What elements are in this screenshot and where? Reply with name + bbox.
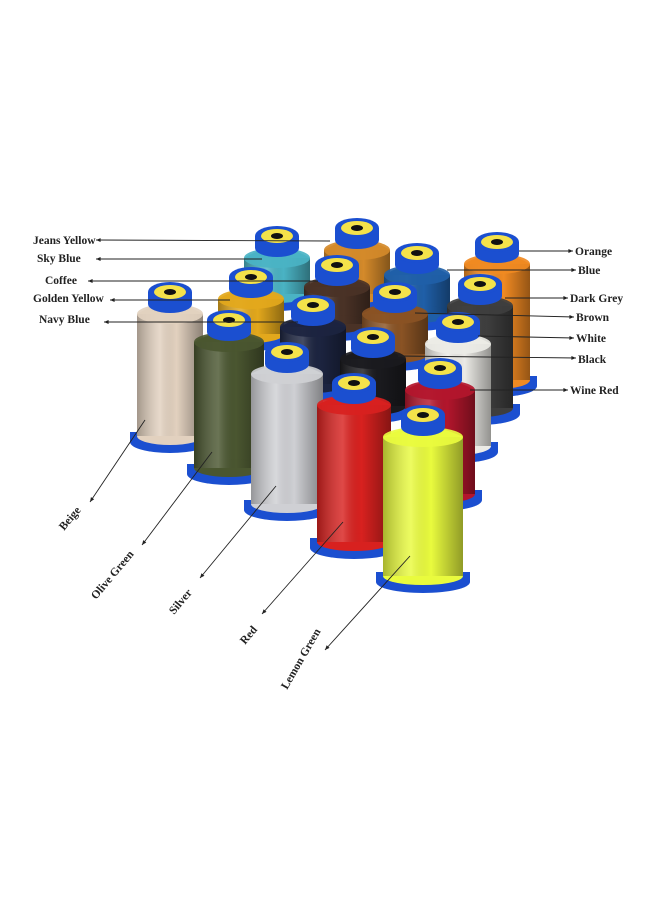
leader-white bbox=[477, 335, 575, 340]
leader-red bbox=[261, 521, 344, 615]
leader-beige bbox=[89, 419, 146, 503]
label-coffee: Coffee bbox=[45, 275, 77, 287]
leader-golden-yellow bbox=[110, 298, 230, 302]
spool-coffee bbox=[297, 255, 377, 341]
label-sky-blue: Sky Blue bbox=[37, 253, 81, 265]
label-golden-yellow: Golden Yellow bbox=[33, 293, 105, 305]
leader-navy-blue bbox=[104, 320, 298, 324]
label-white: White bbox=[576, 333, 606, 345]
label-dark-grey: Dark Grey bbox=[570, 293, 623, 305]
spool-lemon-green bbox=[376, 405, 470, 593]
label-silver: Silver bbox=[167, 587, 195, 617]
label-navy-blue: Navy Blue bbox=[39, 314, 90, 326]
leader-brown bbox=[414, 312, 575, 319]
label-wine-red: Wine Red bbox=[570, 385, 619, 397]
leader-sky-blue bbox=[96, 257, 262, 261]
label-blue: Blue bbox=[578, 265, 600, 277]
label-beige: Beige bbox=[57, 505, 83, 533]
leader-silver bbox=[199, 485, 277, 579]
spool-red bbox=[310, 373, 398, 559]
spool-beige bbox=[130, 282, 210, 453]
spool-silver bbox=[244, 342, 330, 521]
label-brown: Brown bbox=[576, 312, 610, 324]
leader-dark-grey bbox=[505, 296, 568, 300]
label-lemon-green: Lemon Green bbox=[279, 626, 324, 691]
leader-olive-green bbox=[141, 451, 213, 546]
leader-lines bbox=[88, 238, 577, 651]
leader-black bbox=[397, 355, 577, 360]
label-red: Red bbox=[238, 624, 260, 647]
label-olive-green: Olive Green bbox=[89, 548, 137, 602]
leader-jeans-yellow bbox=[95, 238, 331, 242]
leader-wine-red bbox=[470, 388, 568, 392]
label-orange: Orange bbox=[575, 246, 612, 258]
leader-blue bbox=[447, 268, 576, 272]
leader-lemon-green bbox=[324, 555, 411, 651]
label-black: Black bbox=[578, 354, 607, 366]
spools-group bbox=[130, 218, 537, 593]
label-jeans-yellow: Jeans Yellow bbox=[33, 235, 96, 247]
leader-orange bbox=[519, 249, 573, 253]
leader-coffee bbox=[88, 279, 318, 283]
